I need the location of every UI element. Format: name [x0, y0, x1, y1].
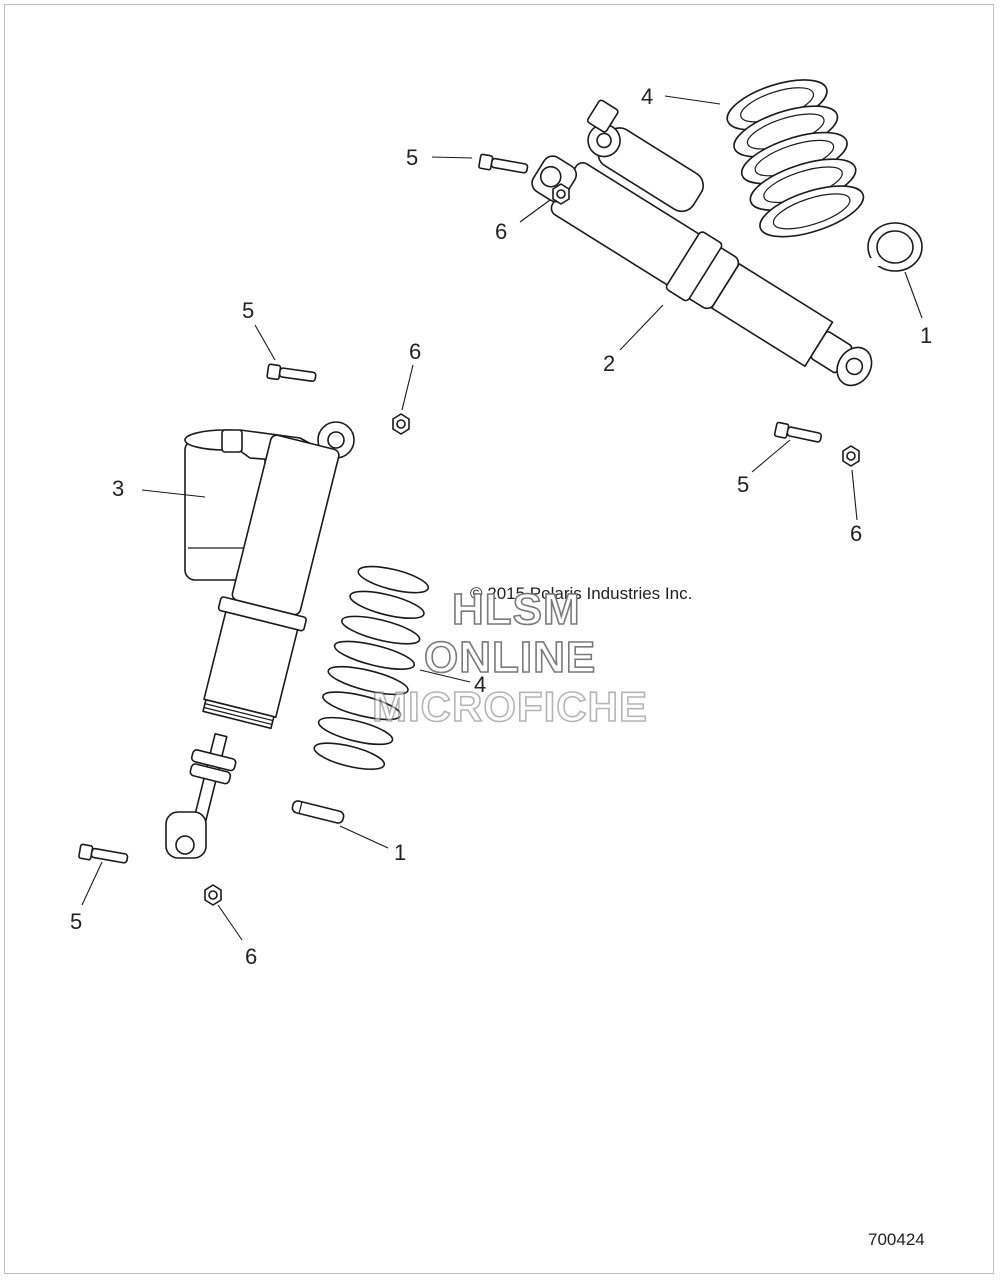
retainer-clip-upper: [867, 222, 923, 272]
nut-6b: [392, 413, 410, 435]
callout-3: 3: [112, 476, 124, 501]
callout-5-upper: 5: [406, 145, 418, 170]
spring-lower: [313, 565, 430, 771]
callout-2: 2: [603, 351, 615, 376]
shock-absorber-3: [165, 421, 355, 859]
callout-5-right: 5: [737, 472, 749, 497]
shock-absorber-2: [531, 99, 873, 387]
callout-1-upper: 1: [920, 323, 932, 348]
nut-6a: [552, 183, 570, 205]
callout-5-lower: 5: [70, 909, 82, 934]
callout-5-left: 5: [242, 298, 254, 323]
callout-4-lower: 4: [474, 672, 486, 697]
bolt-5b: [266, 363, 317, 383]
retainer-clip-lower: [291, 800, 345, 824]
callout-6-upper: 6: [495, 219, 507, 244]
copyright-text: © 2015 Polaris Industries Inc.: [470, 584, 692, 603]
watermark-line-1: HLSM: [452, 585, 581, 634]
nut-6d: [204, 884, 222, 906]
callout-6-right: 6: [850, 521, 862, 546]
watermark-line-2: ONLINE: [424, 633, 596, 682]
watermark-line-3: MICROFICHE: [372, 683, 648, 730]
leader-lines: [81, 95, 923, 941]
callout-1-lower: 1: [394, 840, 406, 865]
figure-number: 700424: [868, 1230, 925, 1249]
bolt-5c: [773, 421, 823, 443]
callout-6-lower: 6: [245, 944, 257, 969]
callout-4-upper: 4: [641, 84, 653, 109]
spring-upper: [726, 79, 865, 238]
nut-6c: [842, 445, 860, 467]
callout-6-left: 6: [409, 339, 421, 364]
bolt-5d: [78, 843, 129, 864]
bolt-5a: [478, 153, 529, 174]
